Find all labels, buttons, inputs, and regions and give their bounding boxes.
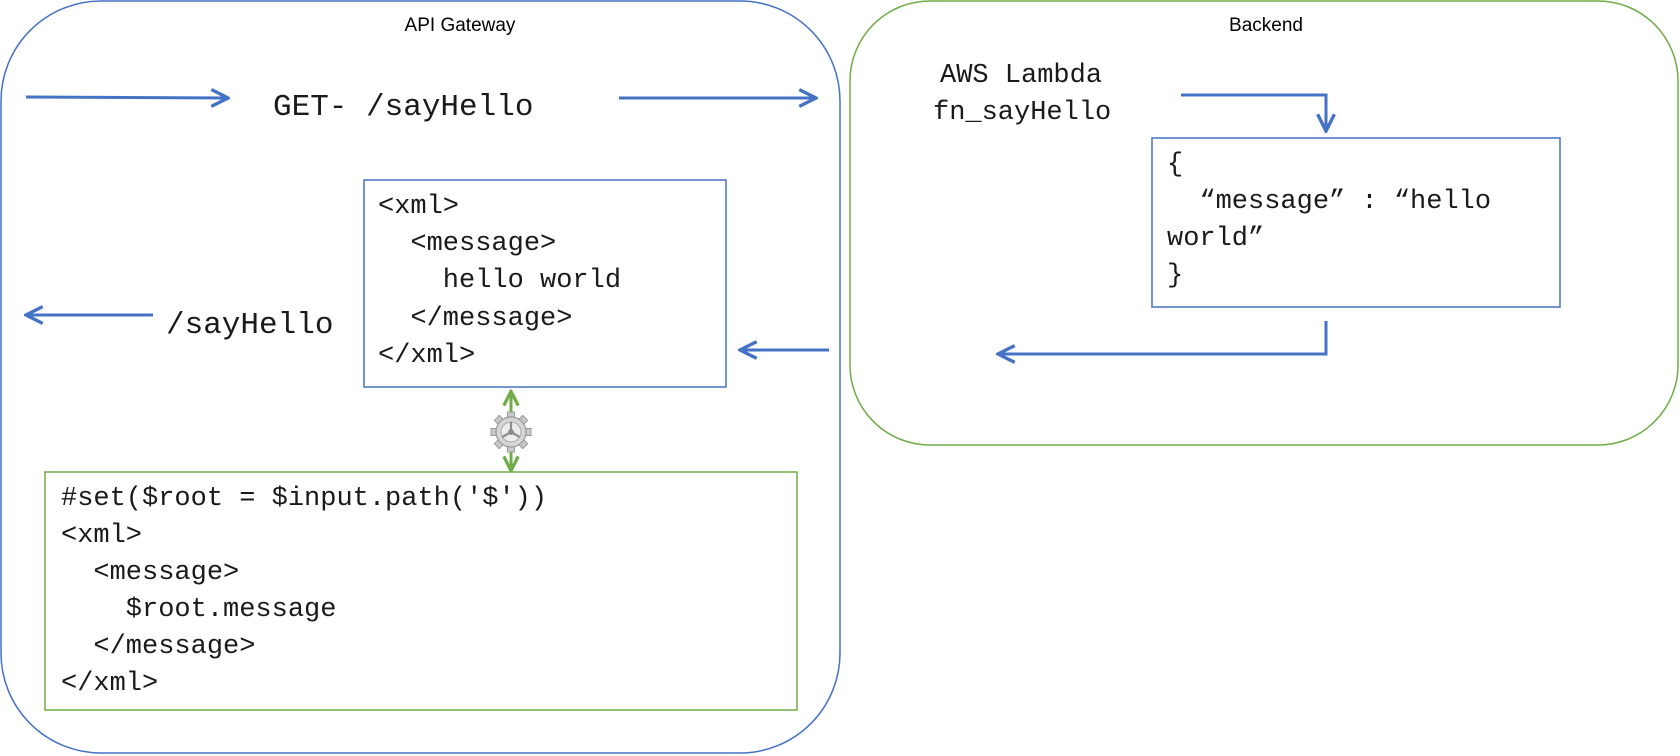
json-output-box [1151, 137, 1561, 308]
code-line: #set($root = $input.path('$')) [61, 484, 547, 514]
backend-title: Backend [1229, 15, 1303, 36]
xml-output-box [363, 179, 727, 388]
xml-output-code: <xml> <message> hello world </message> <… [0, 0, 702, 371]
code-line: <message> [378, 229, 556, 259]
lambda-output-arrow [1181, 93, 1326, 129]
mapping-template-code: #set($root = $input.path('$')) <xml> <me… [0, 0, 628, 699]
code-line: <xml> [61, 521, 142, 551]
code-line: } [1167, 261, 1183, 291]
backend-return-arrow [1000, 321, 1328, 354]
gear-icon [490, 411, 532, 453]
lambda-label-line: fn_sayHello [933, 98, 1111, 128]
lambda-label-line: AWS Lambda [940, 61, 1102, 91]
response-label: /sayHello [166, 308, 333, 343]
code-line: { [1167, 150, 1183, 180]
request-label: GET- /sayHello [273, 90, 533, 125]
code-line: world” [1167, 224, 1264, 254]
backend-region [849, 0, 1679, 446]
code-line: <xml> [378, 192, 459, 222]
code-line: </xml> [378, 341, 475, 371]
code-line: <message> [61, 558, 239, 588]
code-line: </message> [61, 632, 255, 662]
mapping-template-box [44, 471, 798, 711]
code-line: hello world [378, 266, 621, 296]
code-line: “message” : “hello [1167, 187, 1491, 217]
api-gateway-title: API Gateway [405, 15, 516, 36]
lambda-function-label: AWS Lambda fn_sayHello [933, 61, 1118, 128]
code-line: </xml> [61, 669, 158, 699]
incoming-request-arrow [25, 97, 226, 98]
api-gateway-region [0, 0, 841, 754]
code-line: </message> [378, 304, 572, 334]
json-output-code: { “message” : “hello world” } [0, 0, 1572, 291]
code-line: $root.message [61, 595, 336, 625]
